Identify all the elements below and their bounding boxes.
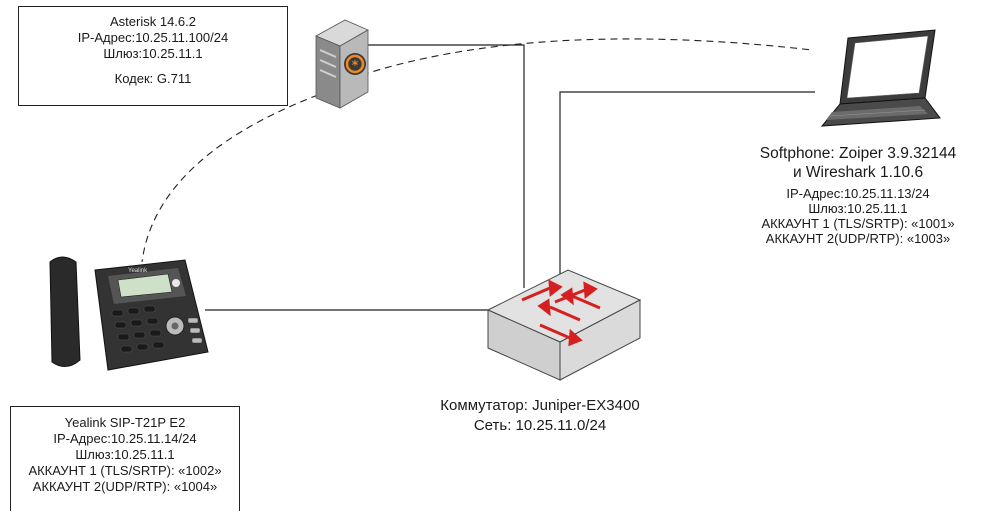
link-server-switch bbox=[362, 44, 525, 288]
softphone-label: Softphone: Zoiper 3.9.32144 и Wireshark … bbox=[728, 144, 982, 246]
yealink-model: Yealink SIP-T21P E2 bbox=[64, 415, 186, 430]
yealink-ip: IP-Адрес:10.25.11.14/24 bbox=[53, 431, 197, 446]
laptop-icon bbox=[820, 29, 941, 127]
yealink-gateway: Шлюз:10.25.11.1 bbox=[75, 447, 175, 462]
link-laptop-switch bbox=[559, 91, 815, 278]
yealink-account-2: АККАУНТ 2(UDP/RTP): «1004» bbox=[32, 479, 218, 494]
softphone-account-2: АККАУНТ 2(UDP/RTP): «1003» bbox=[765, 231, 951, 246]
dashed-links bbox=[141, 38, 813, 263]
switch-network: Сеть: 10.25.11.0/24 bbox=[473, 417, 607, 434]
asterisk-version: Asterisk 14.6.2 bbox=[110, 14, 196, 29]
switch-icon bbox=[486, 269, 642, 381]
yealink-account-1: АККАУНТ 1 (TLS/SRTP): «1002» bbox=[28, 463, 222, 478]
switch-model: Коммутатор: Juniper-EX3400 bbox=[440, 397, 640, 414]
switch-label: Коммутатор: Juniper-EX3400 Сеть: 10.25.1… bbox=[420, 396, 660, 436]
asterisk-server-icon: * bbox=[315, 19, 369, 109]
softphone-gateway: Шлюз:10.25.11.1 bbox=[808, 201, 908, 216]
softphone-title-1: Softphone: Zoiper 3.9.32144 bbox=[759, 145, 957, 162]
asterisk-ip: IP-Адрес:10.25.11.100/24 bbox=[77, 30, 229, 45]
asterisk-gateway: Шлюз:10.25.11.1 bbox=[103, 46, 203, 61]
dashed-server-laptop bbox=[361, 38, 813, 76]
softphone-ip: IP-Адрес:10.25.11.13/24 bbox=[786, 186, 930, 201]
yealink-phone-icon: Yealink bbox=[49, 256, 209, 371]
solid-links bbox=[205, 44, 815, 311]
softphone-account-1: АККАУНТ 1 (TLS/SRTP): «1001» bbox=[761, 216, 955, 231]
softphone-title-2: и Wireshark 1.10.6 bbox=[792, 164, 924, 181]
asterisk-info-box: Asterisk 14.6.2 IP-Адрес:10.25.11.100/24… bbox=[18, 6, 288, 106]
svg-text:*: * bbox=[352, 58, 359, 72]
phone-brand-label: Yealink bbox=[128, 268, 148, 274]
yealink-info-box: Yealink SIP-T21P E2 IP-Адрес:10.25.11.14… bbox=[10, 406, 240, 511]
dashed-server-phone bbox=[141, 94, 319, 263]
asterisk-codec: Кодек: G.711 bbox=[114, 71, 192, 86]
